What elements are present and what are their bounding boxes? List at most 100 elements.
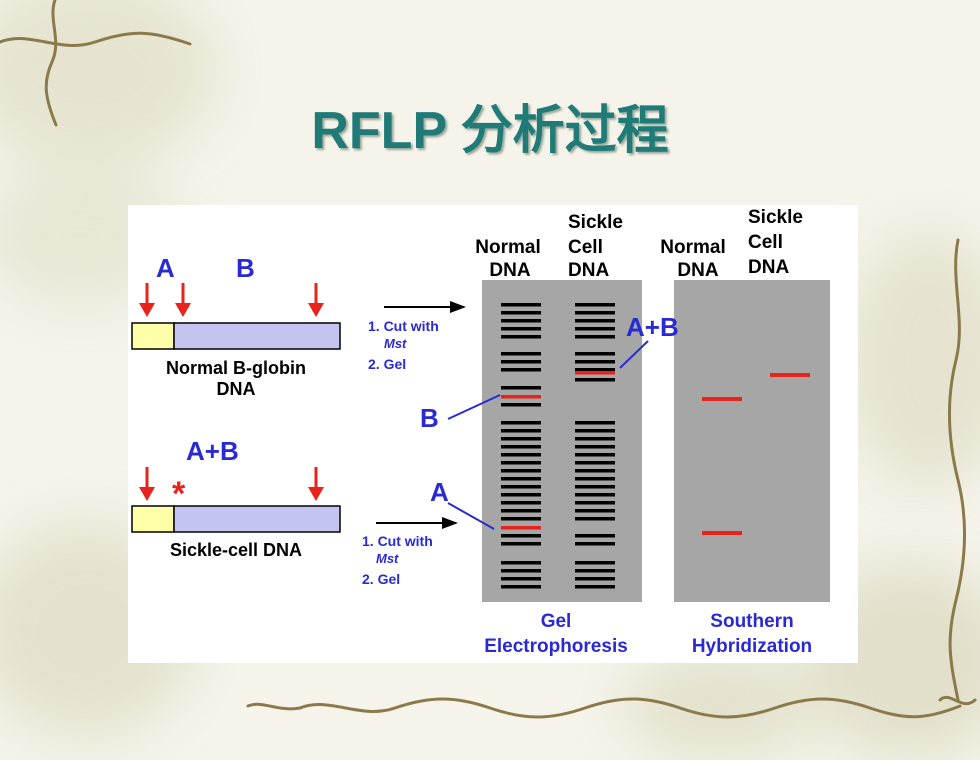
- gel-band: [575, 437, 615, 441]
- rflp-diagram: A B Normal B-globin DNA 1. Cut with Mst …: [128, 205, 858, 663]
- normal-gene-label-line2: DNA: [217, 379, 256, 399]
- gel-caption-line1: Gel: [541, 611, 572, 632]
- gel-band: [501, 303, 541, 307]
- cut-site-arrow: [175, 283, 191, 317]
- gel-band: [501, 352, 541, 356]
- callout-line: [447, 502, 495, 530]
- callout-line: [447, 394, 501, 420]
- gel-band-highlight: [501, 395, 541, 399]
- gel-band: [501, 469, 541, 473]
- gel-band: [575, 303, 615, 307]
- gel-band: [501, 461, 541, 465]
- site-label-a-plus-b: A+B: [186, 436, 239, 466]
- gel-band: [501, 368, 541, 372]
- gel-band: [501, 319, 541, 323]
- gel-band: [501, 453, 541, 457]
- gel-header-sickle-line3: DNA: [568, 260, 609, 281]
- gel-band: [575, 453, 615, 457]
- gel-band: [501, 437, 541, 441]
- cut-site-arrow: [139, 467, 155, 501]
- gel-band: [501, 542, 541, 546]
- gel-band: [501, 517, 541, 521]
- normal-gene-bar: [131, 322, 341, 350]
- gel-band-highlight: [575, 371, 615, 375]
- gel-band: [575, 311, 615, 315]
- step-gel: 2. Gel: [362, 571, 400, 587]
- callout-a: A: [430, 477, 449, 507]
- gel-band: [575, 421, 615, 425]
- southern-header-sickle-line1: Sickle: [748, 207, 803, 228]
- gel-band: [501, 501, 541, 505]
- southern-caption-line2: Hybridization: [692, 636, 812, 657]
- gel-bands-group: [501, 303, 615, 589]
- gel-band: [501, 561, 541, 565]
- southern-caption-line1: Southern: [710, 611, 793, 632]
- gel-band: [501, 477, 541, 481]
- gel-band: [501, 493, 541, 497]
- step-cut-with: 1. Cut with: [362, 533, 433, 549]
- mutation-asterisk: *: [172, 475, 186, 513]
- gel-band: [501, 509, 541, 513]
- southern-band: [702, 397, 742, 401]
- gel-band: [575, 542, 615, 546]
- southern-hybridization-panel: [674, 280, 830, 602]
- gel-band: [575, 319, 615, 323]
- step-gel: 2. Gel: [368, 356, 406, 372]
- gel-band: [575, 327, 615, 331]
- gel-band: [575, 509, 615, 513]
- gel-band: [575, 429, 615, 433]
- gel-band: [575, 461, 615, 465]
- gel-header-normal-line1: Normal: [475, 237, 540, 258]
- gel-band: [575, 569, 615, 573]
- gel-band: [501, 335, 541, 339]
- gel-electrophoresis-panel: [482, 280, 642, 602]
- gel-band: [575, 561, 615, 565]
- slide-title: RFLP 分析过程: [311, 102, 669, 160]
- gel-band: [575, 517, 615, 521]
- gel-band: [501, 311, 541, 315]
- cut-site-arrow: [139, 283, 155, 317]
- gel-band: [575, 585, 615, 589]
- gel-caption-line2: Electrophoresis: [484, 636, 628, 657]
- vine-border-decoration: [0, 0, 977, 719]
- site-label-a: A: [156, 253, 175, 283]
- gel-band: [501, 577, 541, 581]
- southern-header-normal-line1: Normal: [660, 237, 725, 258]
- southern-band: [770, 373, 810, 377]
- normal-gene-label-line1: Normal B-globin: [166, 358, 306, 378]
- gel-band: [501, 585, 541, 589]
- gel-band-highlight: [501, 526, 541, 530]
- site-label-b: B: [236, 253, 255, 283]
- southern-header-normal-line2: DNA: [677, 260, 718, 281]
- step-cut-with: 1. Cut with: [368, 318, 439, 334]
- cut-site-arrow: [308, 283, 324, 317]
- gel-band: [501, 485, 541, 489]
- cut-site-arrow: [308, 467, 324, 501]
- gel-band: [575, 577, 615, 581]
- sickle-gene-bar: [131, 505, 341, 533]
- southern-band: [702, 531, 742, 535]
- gel-band: [501, 327, 541, 331]
- process-arrow: [376, 517, 458, 529]
- gel-band: [501, 386, 541, 390]
- gel-band: [575, 493, 615, 497]
- southern-header-sickle-line3: DNA: [748, 257, 789, 278]
- gel-band: [575, 352, 615, 356]
- gel-band: [575, 360, 615, 364]
- gel-band: [501, 360, 541, 364]
- sickle-gene-label: Sickle-cell DNA: [170, 540, 302, 560]
- gel-band: [575, 485, 615, 489]
- gel-band: [501, 445, 541, 449]
- gel-band: [575, 445, 615, 449]
- gel-band: [501, 569, 541, 573]
- gel-band: [501, 421, 541, 425]
- callout-b: B: [420, 403, 439, 433]
- gel-band: [575, 335, 615, 339]
- step-enzyme-name: Mst: [384, 336, 407, 351]
- gel-band: [575, 501, 615, 505]
- gel-band: [575, 534, 615, 538]
- southern-header-sickle-line2: Cell: [748, 232, 783, 253]
- process-arrow: [384, 301, 466, 313]
- gel-header-normal-line2: DNA: [489, 260, 530, 281]
- gel-band: [575, 469, 615, 473]
